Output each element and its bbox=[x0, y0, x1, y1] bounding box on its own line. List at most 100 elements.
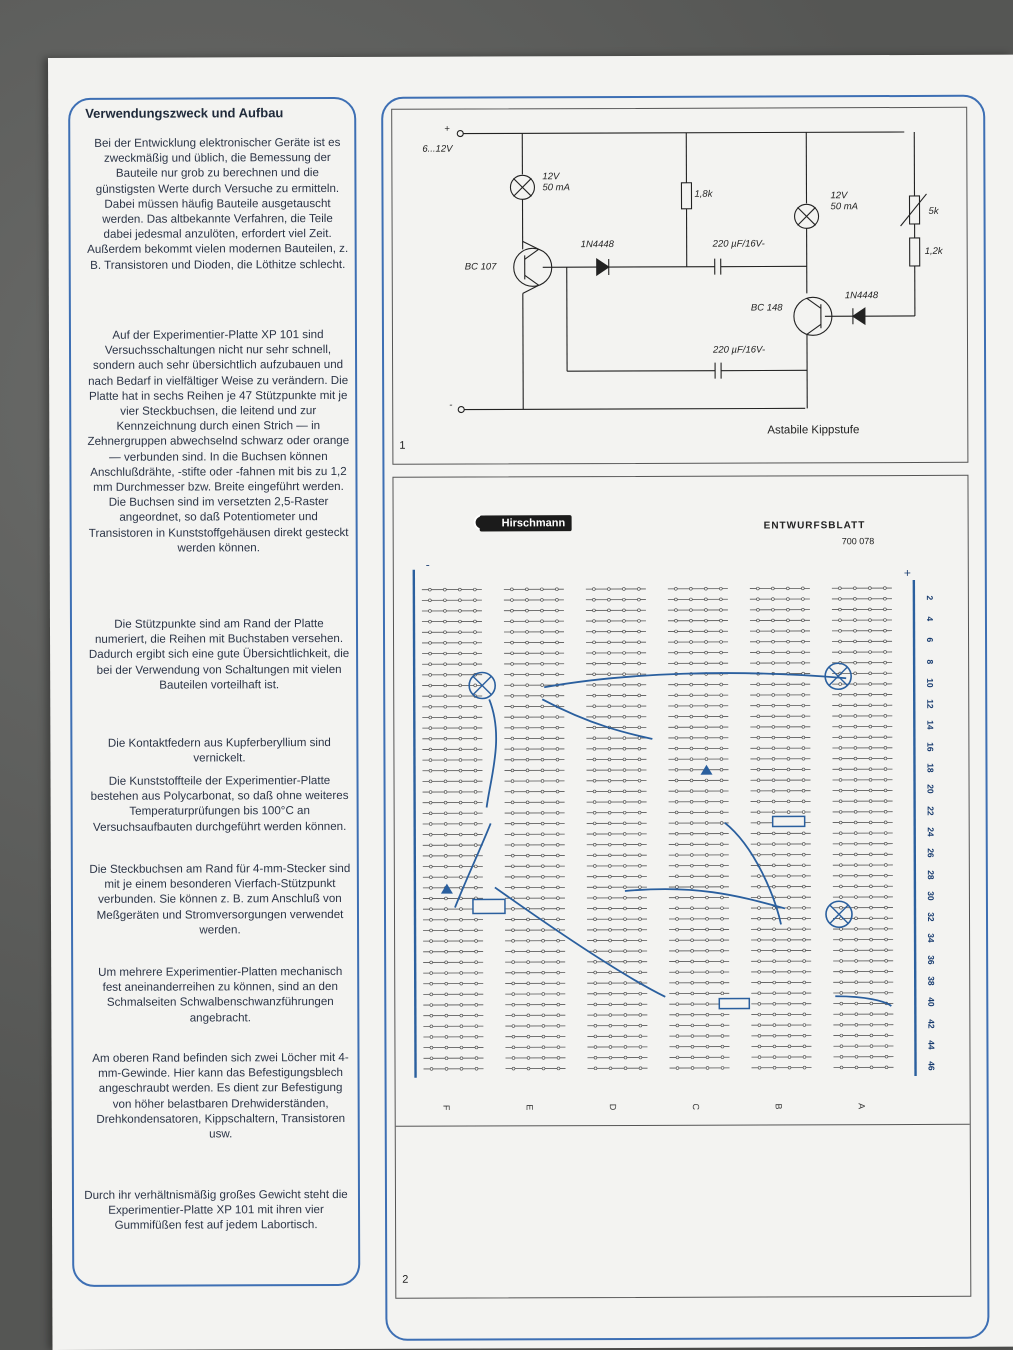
socket-hole bbox=[839, 1001, 844, 1006]
socket-hole bbox=[884, 980, 888, 984]
socket-hole bbox=[428, 800, 433, 805]
socket-hole bbox=[689, 629, 693, 634]
socket-hole bbox=[675, 1002, 680, 1006]
socket-hole bbox=[526, 1066, 531, 1071]
socket-hole bbox=[459, 1024, 464, 1028]
socket-hole bbox=[428, 811, 433, 816]
socket-hole bbox=[839, 991, 843, 995]
socket-hole bbox=[787, 916, 791, 921]
socket-hole bbox=[853, 586, 857, 590]
socket-hole bbox=[637, 715, 642, 719]
socket-hole bbox=[868, 639, 872, 644]
socket-hole bbox=[429, 832, 433, 837]
socket-hole bbox=[689, 714, 694, 719]
socket-hole bbox=[884, 831, 888, 835]
socket-hole bbox=[690, 991, 694, 996]
socket-hole bbox=[444, 896, 448, 901]
socket-hole bbox=[771, 693, 775, 697]
socket-hole bbox=[459, 1013, 464, 1018]
socket-hole bbox=[555, 811, 560, 815]
row-number: 30 bbox=[925, 891, 936, 901]
socket-hole bbox=[556, 970, 560, 975]
socket-hole bbox=[787, 959, 791, 963]
socket-hole bbox=[689, 650, 693, 655]
socket-hole bbox=[623, 949, 627, 953]
socket-hole bbox=[884, 937, 888, 942]
socket-hole bbox=[556, 1024, 561, 1028]
socket-hole bbox=[623, 906, 627, 911]
socket-hole bbox=[511, 1013, 516, 1018]
socket-hole bbox=[787, 874, 791, 878]
socket-hole bbox=[705, 885, 709, 889]
socket-hole bbox=[853, 661, 857, 665]
socket-hole bbox=[525, 768, 530, 773]
socket-hole bbox=[541, 939, 545, 943]
socket-hole bbox=[786, 586, 790, 591]
socket-hole bbox=[854, 1033, 859, 1038]
row-number: 10 bbox=[925, 678, 936, 688]
socket-hole bbox=[674, 714, 679, 719]
socket-hole bbox=[839, 969, 843, 974]
socket-hole bbox=[458, 630, 462, 634]
socket-hole bbox=[720, 1044, 725, 1049]
socket-hole bbox=[525, 779, 530, 783]
socket-hole bbox=[540, 757, 545, 762]
socket-hole bbox=[592, 629, 596, 634]
socket-hole bbox=[510, 715, 515, 719]
socket-hole bbox=[869, 959, 873, 963]
socket-hole bbox=[720, 938, 724, 942]
socket-hole bbox=[556, 864, 560, 868]
socket-hole bbox=[592, 768, 597, 772]
transistor-1-label: BC 107 bbox=[464, 261, 497, 273]
socket-hole bbox=[526, 917, 530, 922]
socket-hole bbox=[801, 778, 806, 782]
socket-hole bbox=[443, 747, 448, 752]
socket-hole bbox=[429, 939, 433, 943]
socket-hole bbox=[854, 969, 858, 974]
socket-hole bbox=[705, 1044, 710, 1049]
socket-hole bbox=[592, 821, 597, 826]
socket-hole bbox=[474, 949, 478, 954]
figure-1-number: 1 bbox=[399, 439, 406, 452]
socket-hole bbox=[608, 853, 612, 857]
socket-hole bbox=[884, 852, 888, 857]
socket-hole bbox=[637, 789, 642, 793]
socket-hole bbox=[541, 875, 545, 879]
socket-hole bbox=[592, 693, 596, 698]
socket-hole bbox=[556, 1066, 561, 1071]
socket-hole bbox=[675, 1023, 680, 1028]
socket-hole bbox=[839, 1065, 844, 1070]
socket-hole bbox=[689, 587, 693, 591]
socket-hole bbox=[637, 608, 641, 612]
socket-hole bbox=[525, 630, 529, 634]
socket-hole bbox=[705, 842, 709, 847]
socket-hole bbox=[772, 1002, 777, 1006]
socket-hole bbox=[444, 992, 448, 997]
socket-hole bbox=[704, 725, 709, 729]
lamp-cross bbox=[828, 666, 848, 686]
socket-hole bbox=[883, 703, 887, 707]
socket-hole bbox=[444, 960, 448, 965]
socket-hole bbox=[555, 694, 559, 698]
socket-hole bbox=[526, 949, 530, 954]
socket-hole bbox=[884, 1012, 889, 1016]
socket-hole bbox=[638, 959, 642, 964]
socket-hole bbox=[592, 747, 597, 751]
socket-hole bbox=[622, 608, 626, 612]
socket-hole bbox=[593, 864, 597, 868]
socket-hole bbox=[675, 938, 679, 942]
socket-hole bbox=[756, 725, 761, 729]
socket-hole bbox=[854, 937, 858, 942]
socket-hole bbox=[592, 672, 596, 676]
socket-hole bbox=[511, 843, 515, 847]
socket-hole bbox=[869, 1001, 874, 1006]
socket-hole bbox=[474, 1045, 479, 1050]
socket-hole bbox=[474, 1024, 479, 1028]
socket-hole bbox=[608, 917, 612, 921]
socket-hole bbox=[801, 693, 805, 697]
jumper-wire bbox=[541, 698, 653, 740]
socket-hole bbox=[623, 832, 627, 836]
socket-hole bbox=[607, 768, 612, 772]
socket-hole bbox=[801, 661, 805, 665]
socket-hole bbox=[839, 980, 843, 984]
